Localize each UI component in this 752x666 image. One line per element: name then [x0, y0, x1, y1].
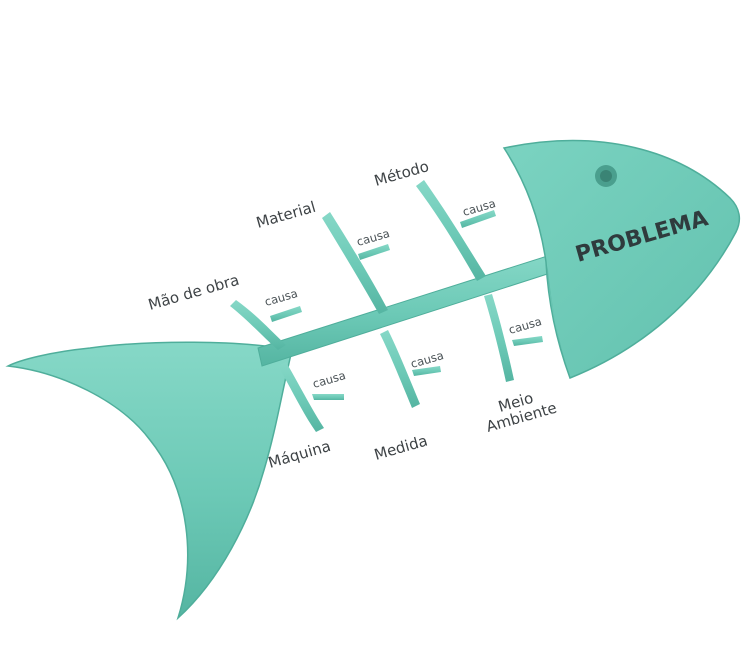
fish-tail — [8, 342, 292, 618]
cause-label-top-1: causa — [263, 286, 299, 309]
category-label-maquina: Máquina — [266, 437, 333, 472]
category-label-mao-de-obra: Mão de obra — [146, 271, 241, 314]
bone-top-1 — [230, 300, 286, 350]
bone-top-2 — [322, 212, 388, 314]
rib-bottom-3 — [512, 336, 543, 346]
category-label-medida: Medida — [372, 431, 429, 463]
bone-top-3 — [416, 180, 486, 281]
bone-bottom-3 — [484, 294, 514, 382]
cause-label-bottom-3: causa — [507, 314, 543, 337]
fish-eye-inner — [600, 170, 612, 182]
fish-spine — [258, 252, 566, 366]
rib-top-1 — [270, 306, 302, 322]
rib-bottom-1 — [312, 394, 344, 400]
cause-label-bottom-1: causa — [311, 368, 347, 391]
category-label-material: Material — [254, 198, 318, 232]
